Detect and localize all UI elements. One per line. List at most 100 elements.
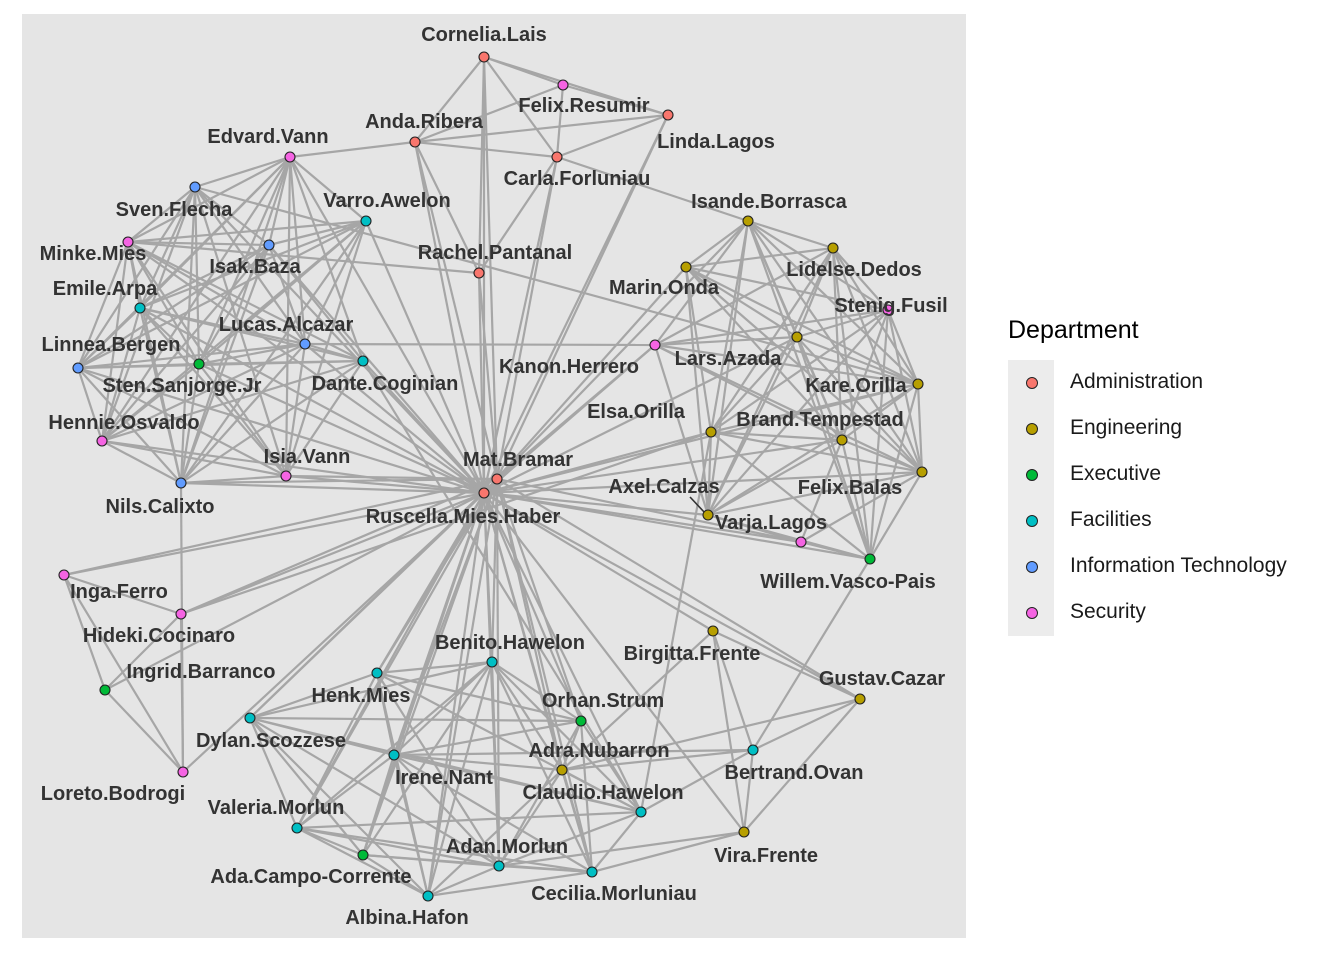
node-lucas-alcazar	[299, 338, 311, 350]
edge-lars-azada--kanon-herrero	[654, 335, 798, 347]
edge-bertrand-ovan--vira-frente	[742, 749, 755, 833]
edge-henk-mies--adan-morlun	[376, 672, 500, 867]
node-anda-ribera	[409, 136, 421, 148]
edge-lars-azada--kare-orilla	[796, 335, 919, 386]
edge-kare-orilla--felix-balas	[916, 383, 924, 473]
edge-carla-forluniau--mat-bramar	[495, 156, 559, 480]
edge-marin-onda--ruscella-mies-haber	[483, 266, 687, 494]
node-kanon-herrero	[649, 339, 661, 351]
node-label-inga-ferro: Inga.Ferro	[70, 581, 168, 603]
edge-dylan-scozzese--albina-hafon	[249, 717, 429, 897]
edge-benito-hawelon--albina-hafon	[426, 661, 494, 897]
edge-elsa-orilla--brand-tempestad	[710, 430, 843, 442]
legend-key	[1008, 590, 1054, 636]
edge-adra-nubarron--irene-nant	[393, 753, 563, 772]
edge-felix-balas--ruscella-mies-haber	[483, 470, 923, 495]
edge-sten-sanjorge-jr--dante-coginian	[198, 359, 364, 366]
edge-orhan-strum--claudio-hawelon	[580, 720, 642, 813]
edge-lucas-alcazar--kanon-herrero	[304, 342, 656, 347]
node-cornelia-lais	[478, 51, 490, 63]
edge-mat-bramar--valeria-morlun	[296, 478, 498, 829]
edge-lars-azada--willem-vasco-pais	[795, 336, 872, 560]
edge-lucas-alcazar--hennie-osvaldo	[101, 343, 306, 442]
edge-axel-calzas--ruscella-mies-haber	[483, 491, 709, 517]
edge-brand-tempestad--ruscella-mies-haber	[483, 438, 843, 495]
edge-varro-awelon--isia-vann	[284, 220, 368, 477]
edge-adan-morlun--albina-hafon	[427, 864, 500, 898]
edge-minke-mies--isia-vann	[127, 241, 287, 477]
node-label-hideki-cocinaro: Hideki.Cocinaro	[83, 625, 235, 647]
edge-marin-onda--lars-azada	[685, 266, 798, 338]
legend-item: Security	[1008, 590, 1146, 636]
node-bertrand-ovan	[747, 744, 759, 756]
edge-minke-mies--lucas-alcazar	[127, 241, 306, 345]
legend: Department Administration Engineering Ex…	[1008, 316, 1287, 636]
edge-stenig-fusil--elsa-orilla	[710, 309, 889, 433]
edge-dante-coginian--ruscella-mies-haber	[362, 360, 485, 494]
edge-emile-arpa--sten-sanjorge-jr	[139, 307, 200, 365]
edge-minke-mies--linnea-bergen	[76, 241, 130, 369]
node-emile-arpa	[134, 302, 146, 314]
edge-mat-bramar--gustav-cazar	[496, 478, 861, 700]
edge-lars-azada--ruscella-mies-haber	[483, 336, 798, 494]
edge-hideki-cocinaro--loreto-bodrogi	[179, 613, 185, 773]
edge-stenig-fusil--brand-tempestad	[840, 309, 890, 441]
edge-isande-borrasca--kare-orilla	[747, 220, 919, 385]
edge-linda-lagos--carla-forluniau	[556, 113, 669, 159]
edge-lars-azada--elsa-orilla	[710, 336, 798, 433]
edge-henk-mies--dylan-scozzese	[249, 671, 378, 720]
edge-mat-bramar--cecilia-morluniau	[495, 478, 594, 873]
edge-orhan-strum--irene-nant	[393, 719, 582, 757]
edge-felix-resumir--carla-forluniau	[555, 84, 565, 158]
edge-edvard-vann--dante-coginian	[288, 156, 365, 362]
node-label-lidelse-dedos: Lidelse.Dedos	[786, 259, 922, 281]
edge-kare-orilla--willem-vasco-pais	[868, 383, 920, 560]
edge-marin-onda--elsa-orilla	[684, 266, 713, 433]
node-label-adra-nubarron: Adra.Nubarron	[528, 740, 669, 762]
node-label-dylan-scozzese: Dylan.Scozzese	[196, 730, 346, 752]
node-edvard-vann	[284, 151, 296, 163]
legend-key	[1008, 498, 1054, 544]
node-linda-lagos	[662, 109, 674, 121]
edge-minke-mies--dante-coginian	[127, 241, 364, 362]
edge-lidelse-dedos--axel-calzas	[707, 247, 834, 516]
edge-isande-borrasca--marin-onda	[685, 220, 749, 268]
edge-brand-tempestad--axel-calzas	[707, 439, 843, 516]
node-label-brand-tempestad: Brand.Tempestad	[736, 409, 903, 431]
edge-linnea-bergen--isia-vann	[77, 367, 287, 477]
edge-birgitta-frente--adra-nubarron	[561, 630, 714, 771]
edge-elsa-orilla--felix-balas	[710, 430, 923, 474]
edge-emile-arpa--ruscella-mies-haber	[139, 307, 485, 494]
node-isande-borrasca	[742, 215, 754, 227]
edge-valeria-morlun--albina-hafon	[296, 827, 429, 897]
edge-irene-nant--cecilia-morluniau	[393, 754, 593, 873]
edge-marin-onda--felix-balas	[685, 266, 923, 473]
legend-key	[1008, 360, 1054, 406]
node-ada-campo-corrente	[357, 849, 369, 861]
edge-adra-nubarron--cecilia-morluniau	[560, 769, 594, 873]
edge-dylan-scozzese--adan-morlun	[249, 717, 500, 867]
edge-varja-lagos--mat-bramar	[496, 477, 802, 544]
node-stenig-fusil	[882, 304, 894, 316]
node-label-isak-baza: Isak.Baza	[209, 256, 301, 278]
edge-willem-vasco-pais--bertrand-ovan	[752, 558, 871, 751]
edge-carla-forluniau--ruscella-mies-haber	[482, 156, 559, 494]
edge-elsa-orilla--ruscella-mies-haber	[483, 430, 712, 495]
edge-edvard-vann--varro-awelon	[289, 156, 367, 222]
edge-ruscella-mies-haber--gustav-cazar	[483, 492, 861, 700]
edge-birgitta-frente--bertrand-ovan	[711, 630, 755, 751]
edge-marin-onda--stenig-fusil	[685, 265, 889, 312]
edge-isia-vann--mat-bramar	[285, 474, 498, 481]
edge-irene-nant--valeria-morlun	[296, 754, 395, 829]
edge-elsa-orilla--hideki-cocinaro	[180, 430, 712, 616]
edge-valeria-morlun--cecilia-morluniau	[296, 826, 593, 874]
edge-irene-nant--adan-morlun	[393, 754, 500, 867]
node-claudio-hawelon	[635, 806, 647, 818]
node-label-sten-sanjorge-jr: Sten.Sanjorge.Jr	[103, 375, 262, 397]
node-axel-calzas	[702, 509, 714, 521]
node-sven-flecha	[189, 181, 201, 193]
edge-felix-balas--willem-vasco-pais	[869, 471, 923, 560]
node-dylan-scozzese	[244, 712, 256, 724]
edge-vira-frente--cecilia-morluniau	[591, 830, 745, 874]
legend-key	[1008, 544, 1054, 590]
